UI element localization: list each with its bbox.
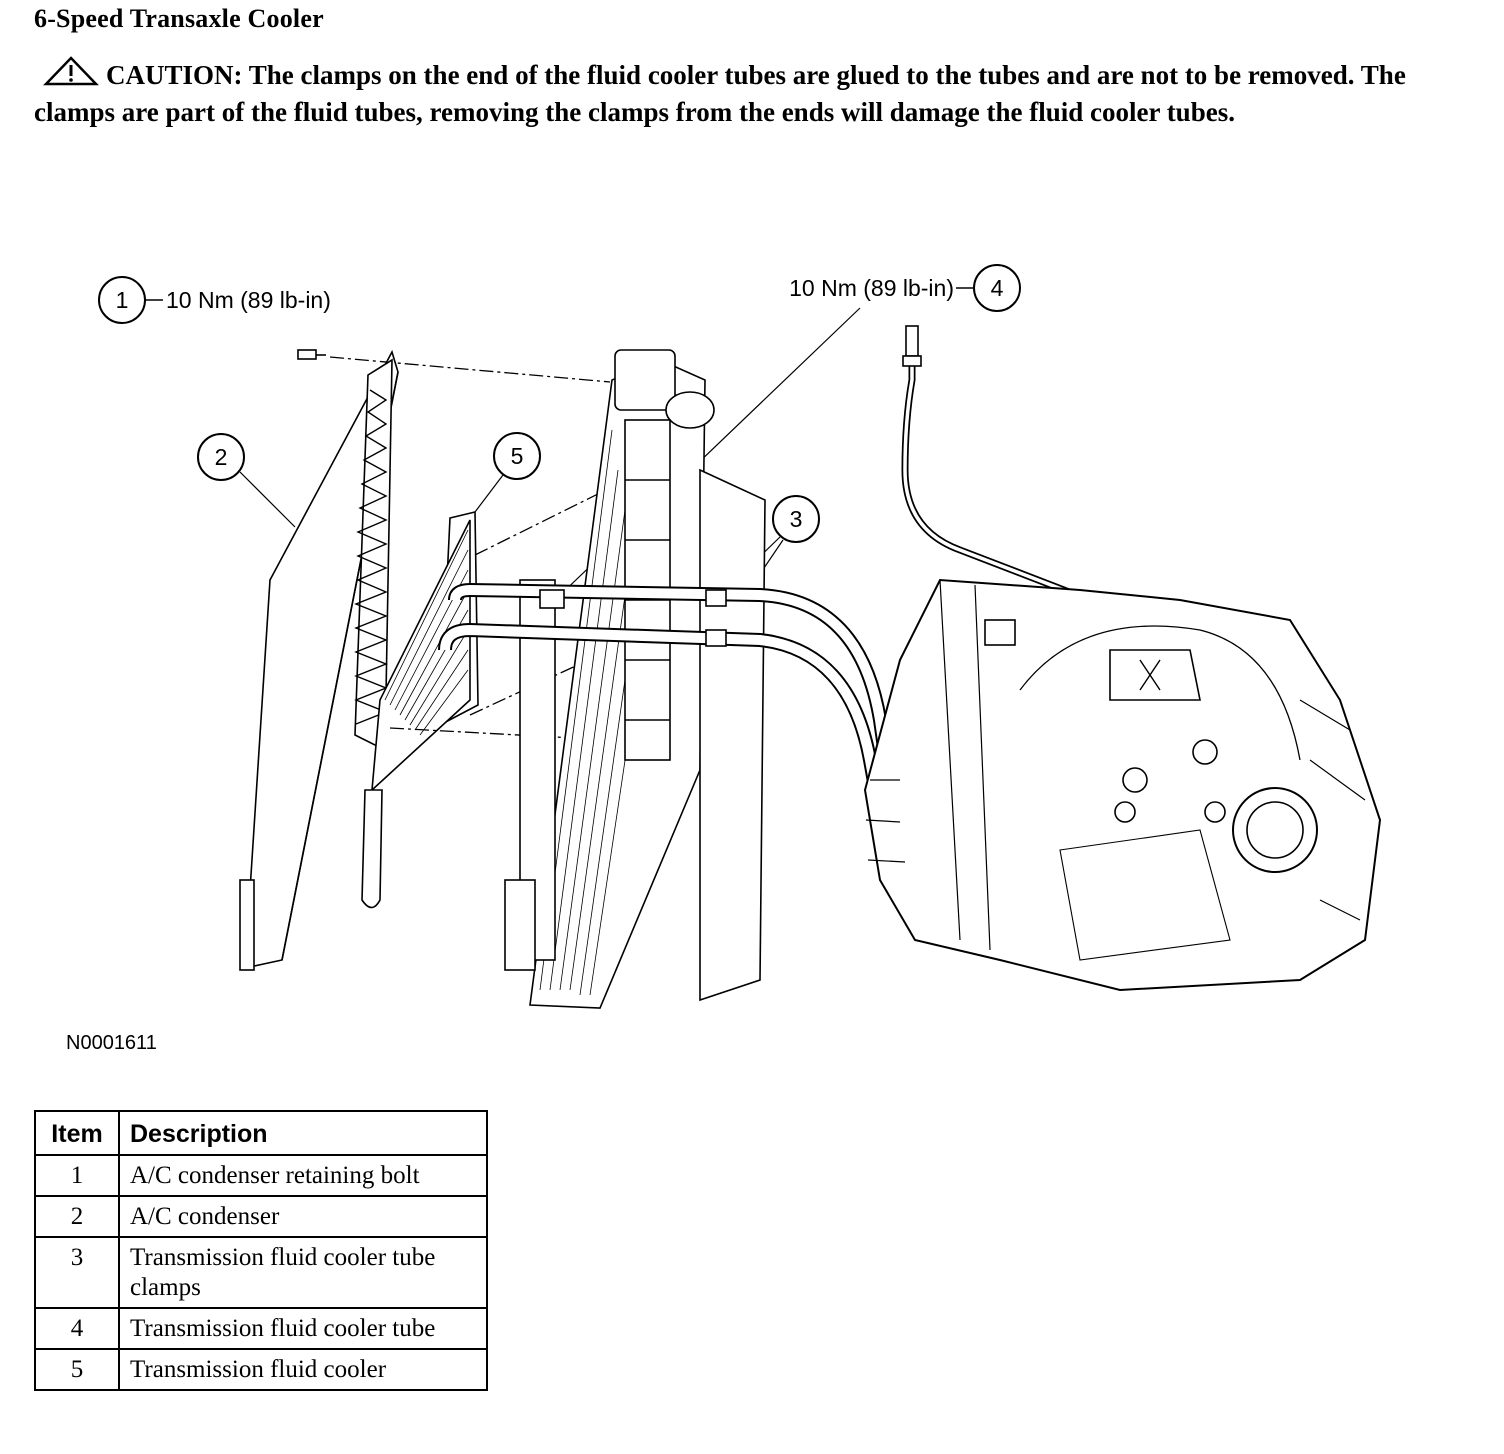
legend-row: 5 Transmission fluid cooler xyxy=(34,1348,488,1391)
legend-item-description: Transmission fluid cooler tube clamps xyxy=(118,1236,488,1309)
legend-item-number: 2 xyxy=(34,1195,120,1238)
page-title: 6-Speed Transaxle Cooler xyxy=(34,4,324,33)
callout-1: 1 10 Nm (89 lb-in) xyxy=(98,276,331,324)
legend-item-number: 5 xyxy=(34,1348,120,1391)
tube-clamp-upper xyxy=(705,589,727,607)
legend-item-description: A/C condenser xyxy=(118,1195,488,1238)
legend-table: Item Description 1 A/C condenser retaini… xyxy=(34,1110,488,1391)
warning-triangle-icon xyxy=(43,56,99,86)
legend-row: 2 A/C condenser xyxy=(34,1195,488,1238)
legend-item-description: Transmission fluid cooler tube xyxy=(118,1307,488,1350)
condenser-retaining-bolt xyxy=(297,349,611,383)
callout-4-number: 4 xyxy=(991,275,1004,301)
legend-item-description: Transmission fluid cooler xyxy=(118,1348,488,1391)
radiator-assembly xyxy=(504,349,766,1009)
callout-2: 2 xyxy=(197,433,296,528)
callout-5: 5 xyxy=(474,432,541,513)
ac-condenser xyxy=(239,349,399,971)
legend-item-number: 1 xyxy=(34,1154,120,1197)
transaxle xyxy=(863,578,1382,992)
callout-2-number: 2 xyxy=(215,444,228,470)
transaxle-cooler-illustration: 1 10 Nm (89 lb-in) 4 10 Nm (89 lb-in) 2 … xyxy=(98,264,1382,1009)
legend-header-item: Item xyxy=(34,1110,120,1156)
caution-label: CAUTION: xyxy=(106,60,243,90)
callout-5-number: 5 xyxy=(511,443,524,469)
callout-1-torque: 10 Nm (89 lb-in) xyxy=(166,287,331,313)
figure-number: N0001611 xyxy=(66,1032,157,1054)
callout-4-torque: 10 Nm (89 lb-in) xyxy=(789,275,954,301)
legend-item-number: 4 xyxy=(34,1307,120,1350)
legend-item-number: 3 xyxy=(34,1236,120,1309)
transmission-fluid-cooler-tubes xyxy=(438,325,1092,872)
legend-header-row: Item Description xyxy=(34,1110,488,1156)
caution-text: The clamps on the end of the fluid coole… xyxy=(34,60,1406,127)
legend-header-description: Description xyxy=(118,1110,488,1156)
legend-row: 3 Transmission fluid cooler tube clamps xyxy=(34,1236,488,1309)
legend-item-description: A/C condenser retaining bolt xyxy=(118,1154,488,1197)
callout-1-number: 1 xyxy=(116,287,129,313)
callout-3-number: 3 xyxy=(790,506,803,532)
transmission-fluid-cooler xyxy=(361,487,611,909)
legend-row: 4 Transmission fluid cooler tube xyxy=(34,1307,488,1350)
legend-row: 1 A/C condenser retaining bolt xyxy=(34,1154,488,1197)
caution-notice: CAUTION: The clamps on the end of the fl… xyxy=(34,56,1454,131)
tube-clamp-lower xyxy=(705,629,727,647)
